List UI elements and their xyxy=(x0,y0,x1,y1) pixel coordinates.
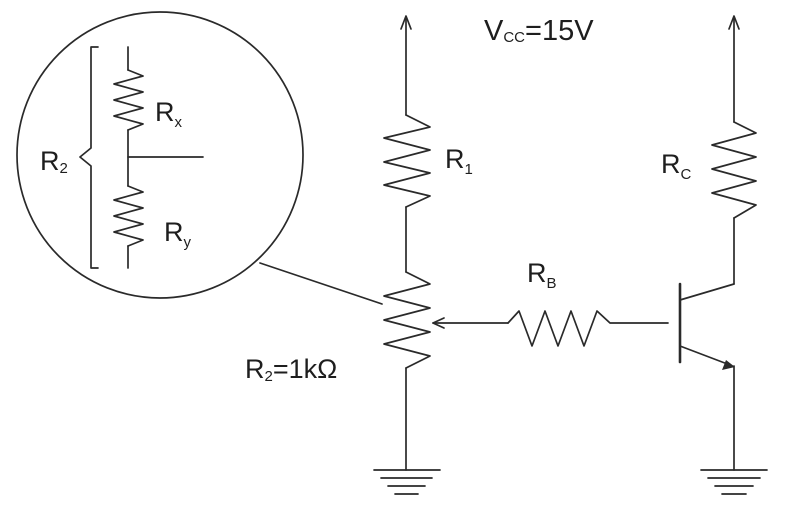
inset-pointer-line xyxy=(259,262,383,305)
inset-ry-label: Ry xyxy=(164,217,192,251)
vcc-label: VCC=15V xyxy=(484,15,594,47)
r1-label: R1 xyxy=(445,144,473,178)
inset-resistor-ry xyxy=(113,185,144,247)
ground-symbol-left xyxy=(373,469,441,495)
inset-r2-label: R2 xyxy=(40,146,68,177)
resistor-rb xyxy=(507,310,669,347)
npn-transistor xyxy=(678,282,735,370)
resistor-rc xyxy=(711,121,757,219)
resistor-r2-potentiometer xyxy=(383,271,431,369)
vcc-arrow-right xyxy=(728,15,740,123)
resistor-r1 xyxy=(383,114,431,208)
inset-bracket xyxy=(79,46,99,269)
wiper-arrow xyxy=(432,317,509,329)
inset-resistor-rx xyxy=(113,69,144,131)
rc-label: RC xyxy=(661,149,692,183)
inset-rx-label: Rx xyxy=(155,97,183,131)
inset-circle xyxy=(16,11,304,299)
r2-value-label: R2=1kΩ xyxy=(245,354,337,385)
ground-symbol-right xyxy=(700,469,768,495)
vcc-arrow-left xyxy=(400,15,412,116)
rb-label: RB xyxy=(527,258,557,292)
